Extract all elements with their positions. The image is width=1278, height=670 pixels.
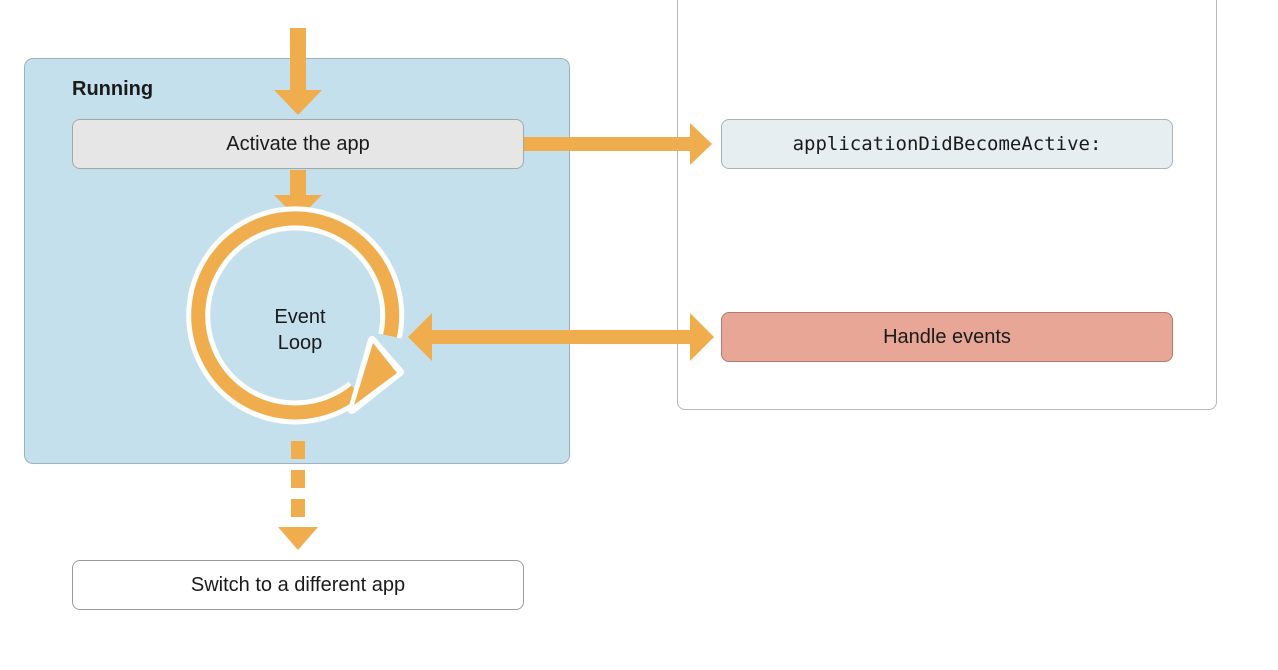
event-loop-label-line1: Event xyxy=(274,306,326,328)
handle-events-node: Handle events xyxy=(721,312,1173,362)
event-loop-label-line2: Loop xyxy=(277,332,323,354)
switch-app-node: Switch to a different app xyxy=(72,560,524,610)
application-did-become-active-node: applicationDidBecomeActive: xyxy=(721,119,1173,169)
event-loop-label: Event Loop xyxy=(200,304,400,356)
running-state-label: Running xyxy=(72,78,154,100)
activate-app-node: Activate the app xyxy=(72,119,524,169)
